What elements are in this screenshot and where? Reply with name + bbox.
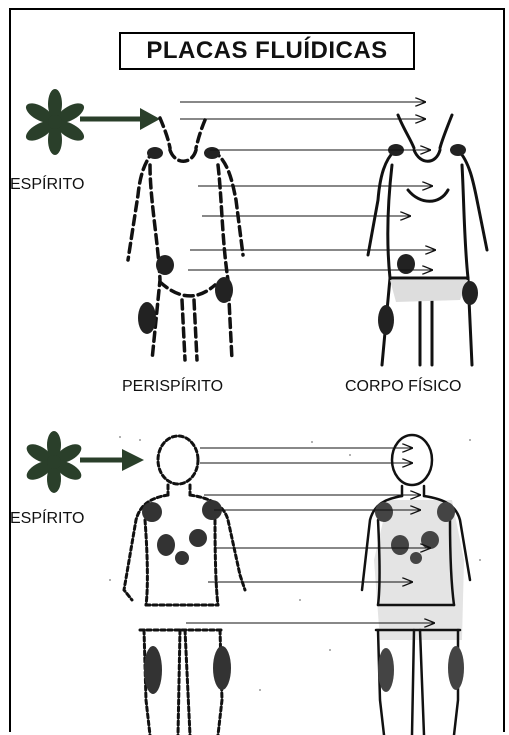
perispirit-body-bottom: [124, 436, 245, 735]
label-espirito-top: ESPÍRITO: [10, 176, 84, 194]
label-perispirito: PERISPÍRITO: [122, 378, 223, 396]
connection-arrows-top: [180, 102, 435, 270]
physical-shade-top: [390, 280, 468, 302]
arrow-right-icon: [80, 449, 144, 471]
asterisk-spirit-icon: [23, 89, 87, 155]
label-espirito-bottom: ESPÍRITO: [10, 510, 84, 528]
arrow-right-icon: [80, 108, 160, 130]
label-corpo-fisico: CORPO FÍSICO: [345, 378, 461, 396]
asterisk-spirit-icon: [24, 431, 85, 493]
